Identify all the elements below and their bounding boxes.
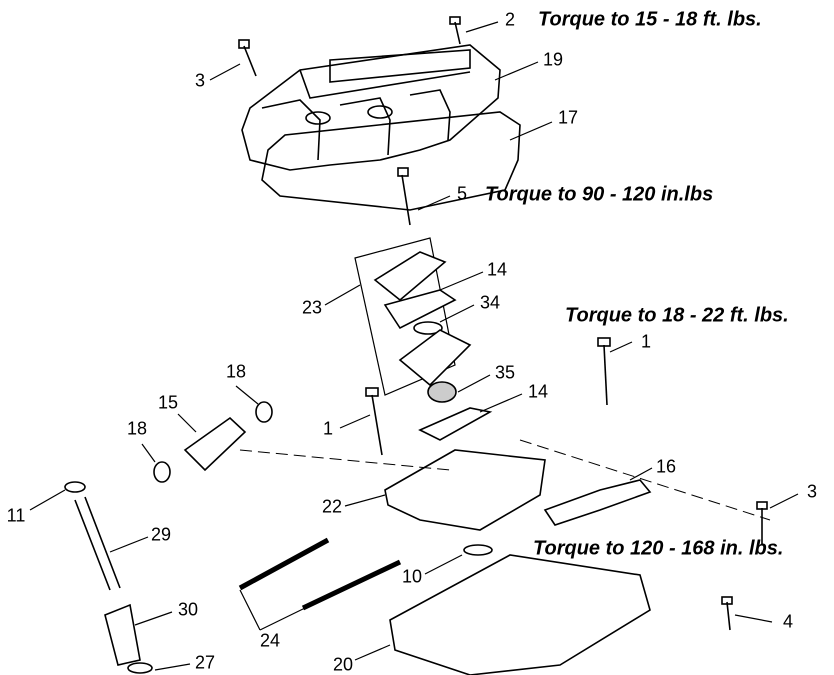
callout-23: 23 — [301, 297, 323, 318]
leader-lines — [29, 21, 799, 671]
callout-4: 4 — [782, 611, 794, 632]
part-27 — [127, 662, 153, 674]
callout-1: 1 — [322, 418, 334, 439]
callout-16: 16 — [655, 456, 677, 477]
pushrods-24 — [238, 537, 402, 611]
callout-24: 24 — [259, 630, 281, 651]
callout-11: 11 — [6, 505, 26, 526]
breather-body-part — [398, 329, 472, 387]
callout-3: 3 — [194, 70, 206, 91]
callout-17: 17 — [557, 107, 579, 128]
callout-2: 2 — [504, 9, 516, 30]
torque-note-cover-bolts: Torque to 15 - 18 ft. lbs. — [538, 8, 762, 31]
o-ring-10 — [463, 544, 493, 556]
filter-35 — [427, 381, 457, 403]
torque-note-housing-bolts: Torque to 120 - 168 in. lbs. — [533, 537, 784, 560]
o-ring-11 — [64, 481, 86, 493]
cover-plate-part — [373, 251, 447, 302]
torque-note-support-bolts: Torque to 18 - 22 ft. lbs. — [565, 304, 789, 327]
callout-18: 18 — [225, 361, 247, 382]
breather-assembly-outline — [354, 237, 456, 396]
callout-34: 34 — [479, 292, 501, 313]
callout-18: 18 — [126, 418, 148, 439]
callout-27: 27 — [194, 652, 216, 673]
o-ring-34 — [413, 321, 443, 335]
pushrod-tube-29 — [74, 496, 121, 591]
torque-note-breather-bolt: Torque to 90 - 120 in.lbs — [485, 183, 714, 206]
callout-1: 1 — [640, 331, 652, 352]
callout-22: 22 — [321, 496, 343, 517]
callout-14: 14 — [486, 259, 508, 280]
gasket-part — [261, 111, 521, 211]
callout-14: 14 — [527, 381, 549, 402]
bolt-parts — [238, 16, 768, 631]
bushing-18b — [153, 461, 171, 483]
callout-10: 10 — [401, 566, 423, 587]
callout-20: 20 — [332, 654, 354, 675]
callout-29: 29 — [150, 524, 172, 545]
callout-15: 15 — [157, 392, 179, 413]
bushing-18a — [255, 401, 273, 423]
gasket-14-part — [383, 289, 457, 330]
rocker-shaft-15 — [183, 416, 247, 472]
callout-35: 35 — [494, 362, 516, 383]
rocker-arm-16 — [543, 479, 652, 526]
rocker-cover-part — [241, 44, 501, 171]
callout-30: 30 — [177, 599, 199, 620]
lower-housing-20 — [389, 554, 651, 675]
rocker-support-part — [384, 449, 546, 531]
gasket-14b-part — [418, 407, 493, 441]
callout-5: 5 — [456, 183, 468, 204]
cover-30 — [104, 603, 141, 666]
callout-19: 19 — [542, 49, 564, 70]
callout-3: 3 — [806, 481, 818, 502]
